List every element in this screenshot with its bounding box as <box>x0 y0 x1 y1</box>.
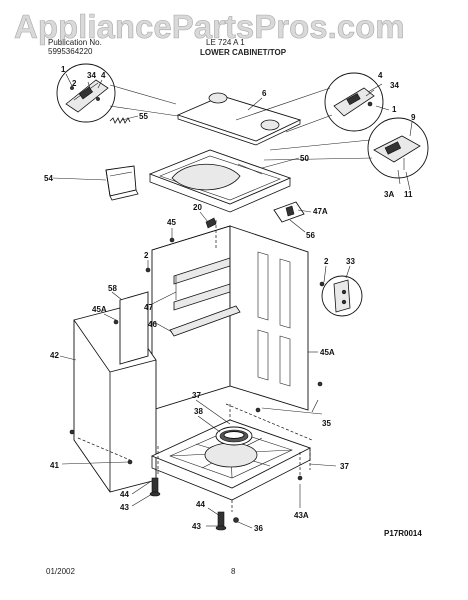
callout-label: 6 <box>262 89 267 98</box>
footer-date: 01/2002 <box>46 567 75 576</box>
callout-label: 33 <box>346 257 355 266</box>
drive-ring-part <box>215 426 253 446</box>
corner-bracket-detail <box>321 275 363 317</box>
spring-part <box>109 117 131 124</box>
callout-label: 41 <box>50 461 59 470</box>
callout-label: 11 <box>404 190 413 199</box>
callout-label: 36 <box>254 524 263 533</box>
callout-label: 35 <box>322 419 331 428</box>
model-number: LE 724 A 1 <box>206 38 245 47</box>
clip-part <box>205 217 217 229</box>
callout-label: 50 <box>300 154 309 163</box>
callout-label: 44 <box>120 490 129 499</box>
section-title: LOWER CABINET/TOP <box>200 48 287 57</box>
callout-label: 42 <box>50 351 59 360</box>
hinge-detail-inset-left <box>56 63 116 123</box>
callout-label: 46 <box>148 320 157 329</box>
callout-label: 43 <box>192 522 201 531</box>
top-lid-part <box>176 92 302 146</box>
callout-label: 4 <box>378 71 383 80</box>
callout-label: 38 <box>194 407 203 416</box>
callout-label: 43A <box>294 511 309 520</box>
callout-label: 45A <box>320 348 335 357</box>
callout-label: 55 <box>139 112 148 121</box>
cabinet-side-panel <box>151 225 309 411</box>
dispenser-cup-part <box>105 165 139 201</box>
callout-label: 34 <box>390 81 399 90</box>
callout-label: 37 <box>192 391 201 400</box>
assembly-leader-lines <box>77 220 313 512</box>
callout-label: 45A <box>92 305 107 314</box>
callout-label: 44 <box>196 500 205 509</box>
callout-label: 47A <box>313 207 328 216</box>
top-cover-part <box>148 149 292 213</box>
callout-label: 2 <box>72 79 77 88</box>
callout-leaders <box>52 73 413 529</box>
callout-label: 47 <box>144 303 153 312</box>
lid-switch-detail-inset <box>367 117 429 179</box>
callout-label: 43 <box>120 503 129 512</box>
callout-label: 58 <box>108 284 117 293</box>
callout-label: 54 <box>44 174 53 183</box>
callout-label: 9 <box>411 113 416 122</box>
callout-label: 37 <box>340 462 349 471</box>
access-panel-part <box>119 291 149 365</box>
callout-label: 2 <box>144 251 149 260</box>
callout-label: 4 <box>101 71 106 80</box>
callout-label: 1 <box>61 65 66 74</box>
footer-page-number: 8 <box>231 567 236 576</box>
watermark-logo: AppliancePartsPros.com <box>14 8 405 46</box>
publication-label: Publication No. <box>48 38 102 47</box>
callout-label: 1 <box>392 105 397 114</box>
callout-label: 34 <box>87 71 96 80</box>
brace-part <box>169 305 241 337</box>
hinge-detail-inset-right <box>324 72 384 132</box>
callout-label: 20 <box>193 203 202 212</box>
leveling-legs <box>149 475 303 531</box>
callout-label: 2 <box>324 257 329 266</box>
publication-number: 5995364220 <box>48 47 93 56</box>
bracket-part <box>273 201 305 223</box>
callout-label: 56 <box>306 231 315 240</box>
part-callout-labels: 1 2 34 4 6 55 4 34 1 9 50 54 3A 11 20 47… <box>44 65 416 533</box>
callout-label: 3A <box>384 190 394 199</box>
screws <box>69 237 325 465</box>
callout-label: 45 <box>167 218 176 227</box>
figure-code: P17R0014 <box>384 529 422 538</box>
